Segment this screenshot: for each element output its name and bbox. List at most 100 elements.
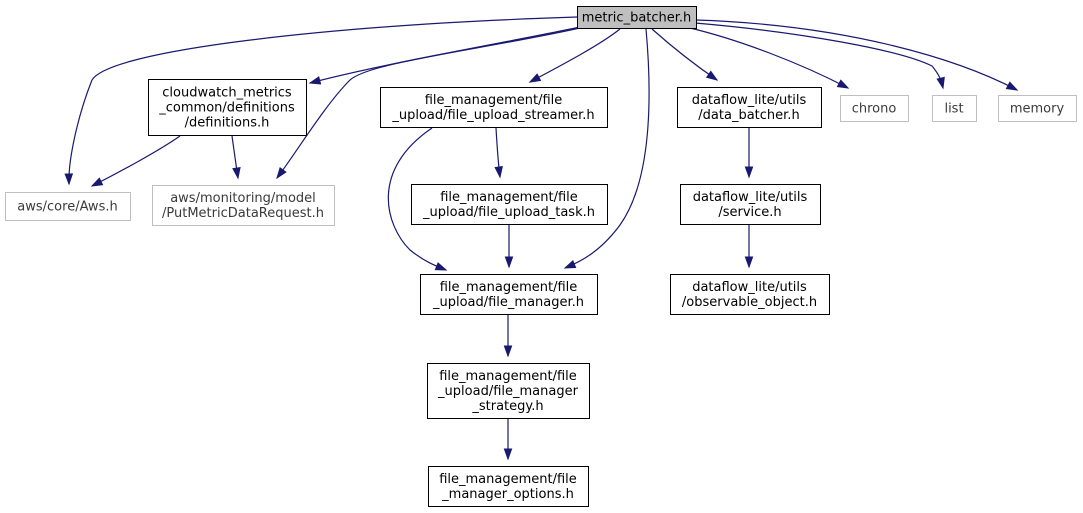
edge-fu-manager-to-fu-strategy xyxy=(503,315,513,358)
arrowhead-icon xyxy=(936,76,945,90)
node-label-line: aws/monitoring/model xyxy=(170,191,316,206)
node-aws-core: aws/core/Aws.h xyxy=(5,192,131,221)
edge-metric-batcher-to-data-batcher xyxy=(651,28,719,81)
arrowhead-icon xyxy=(276,167,287,180)
node-label-line: _strategy.h xyxy=(471,399,543,414)
node-box xyxy=(5,192,131,221)
edge-cw-definitions-to-aws-core xyxy=(90,135,181,187)
node-box xyxy=(998,95,1077,122)
edge-metric-batcher-to-fu-streamer xyxy=(528,28,621,83)
node-memory: memory xyxy=(998,95,1077,122)
edge-line xyxy=(689,27,849,89)
node-observable[interactable]: dataflow_lite/utils/observable_object.h xyxy=(670,274,830,315)
node-box xyxy=(680,184,821,225)
arrowhead-icon xyxy=(836,79,850,89)
edge-line xyxy=(695,19,1018,91)
node-label-line: _upload/file_upload_task.h xyxy=(422,205,595,220)
edge-line xyxy=(387,127,447,271)
node-fm-options[interactable]: file_management/file_manager_options.h xyxy=(428,466,589,507)
node-label-line: list xyxy=(944,102,963,117)
node-label-line: file_management/file xyxy=(440,190,578,205)
node-label-line: file_management/file xyxy=(439,369,577,384)
arrowhead-icon xyxy=(504,256,514,269)
nodes-layer: metric_batcher.h aws/core/Aws.h cloudwatch… xyxy=(5,6,1077,507)
node-label-line: /PutMetricDataRequest.h xyxy=(162,206,324,221)
node-box xyxy=(152,185,335,226)
node-box xyxy=(148,79,307,136)
edge-fu-strategy-to-fm-options xyxy=(503,419,513,461)
edge-data-batcher-to-service xyxy=(744,127,754,179)
node-label-line: dataflow_lite/utils xyxy=(693,190,808,205)
node-label-line: _upload/file_manager.h xyxy=(432,295,584,310)
node-label-line: aws/core/Aws.h xyxy=(17,200,117,215)
arrowhead-icon xyxy=(528,73,542,83)
node-label-line: dataflow_lite/utils xyxy=(692,280,807,295)
node-data-batcher[interactable]: dataflow_lite/utils/data_batcher.h xyxy=(677,87,822,128)
arrowhead-icon xyxy=(64,173,74,186)
node-box xyxy=(428,466,589,507)
node-box xyxy=(577,6,697,29)
node-label-line: _manager_options.h xyxy=(441,487,574,502)
node-service[interactable]: dataflow_lite/utils/service.h xyxy=(680,184,821,225)
node-metric-batcher[interactable]: metric_batcher.h xyxy=(577,6,697,29)
node-label-line: dataflow_lite/utils xyxy=(692,93,807,108)
node-label-line: /definitions.h xyxy=(185,116,270,131)
arrowhead-icon xyxy=(434,262,448,271)
node-fu-streamer[interactable]: file_management/file_upload/file_upload_… xyxy=(380,87,608,128)
edge-line xyxy=(276,27,581,179)
node-label-line: memory xyxy=(1010,102,1065,117)
edge-fu-streamer-to-fu-manager xyxy=(387,127,448,271)
node-box xyxy=(420,274,598,315)
node-put-metric: aws/monitoring/model/PutMetricDataReques… xyxy=(152,185,335,226)
arrowhead-icon xyxy=(1005,81,1019,91)
arrowhead-icon xyxy=(503,448,513,461)
node-fu-manager[interactable]: file_management/file_upload/file_manager… xyxy=(420,274,598,315)
node-box xyxy=(932,95,977,122)
node-box xyxy=(670,274,830,315)
arrowhead-icon xyxy=(494,166,503,179)
edge-service-to-observable xyxy=(744,224,754,269)
edge-metric-batcher-to-cw-definitions xyxy=(308,26,581,85)
node-box xyxy=(411,184,608,225)
edge-metric-batcher-to-list xyxy=(694,22,945,90)
edge-line xyxy=(564,28,650,269)
edge-line xyxy=(529,28,621,83)
edges-layer xyxy=(64,16,1019,461)
edge-metric-batcher-to-memory xyxy=(695,19,1019,91)
arrowhead-icon xyxy=(232,166,241,180)
node-label-line: file_management/file xyxy=(439,472,577,487)
node-box xyxy=(380,87,608,128)
node-label-line: cloudwatch_metrics xyxy=(162,86,292,101)
edge-line xyxy=(91,135,181,187)
edge-metric-batcher-to-fu-manager xyxy=(563,28,650,269)
node-label-line: chrono xyxy=(852,102,897,117)
node-label-line: /observable_object.h xyxy=(682,295,817,310)
edge-fu-streamer-to-fu-task xyxy=(494,127,503,179)
arrowhead-icon xyxy=(90,177,104,187)
node-label-line: /service.h xyxy=(718,205,781,220)
node-chrono: chrono xyxy=(840,95,909,122)
node-box xyxy=(840,95,909,122)
arrowhead-icon xyxy=(503,345,513,358)
edge-line xyxy=(651,28,718,81)
node-fu-task[interactable]: file_management/file_upload/file_upload_… xyxy=(411,184,608,225)
node-label-line: file_management/file xyxy=(440,280,578,295)
edge-metric-batcher-to-aws-core xyxy=(64,16,578,186)
arrowhead-icon xyxy=(744,166,754,179)
node-box xyxy=(677,87,822,128)
arrowhead-icon xyxy=(744,256,754,269)
node-list: list xyxy=(932,95,977,122)
arrowhead-icon xyxy=(563,260,577,269)
edge-line xyxy=(68,16,578,185)
node-label-line: _upload/file_upload_streamer.h xyxy=(391,108,594,123)
node-box xyxy=(427,363,590,419)
node-cw-definitions[interactable]: cloudwatch_metrics_common/definitions/de… xyxy=(148,79,307,136)
edge-line xyxy=(309,26,581,84)
node-fu-strategy[interactable]: file_management/file_upload/file_manager… xyxy=(427,363,590,419)
node-label-line: _upload/file_manager xyxy=(437,384,579,399)
edge-metric-batcher-to-put-metric xyxy=(276,27,581,180)
node-label-line: _common/definitions xyxy=(158,101,295,116)
node-label-line: file_management/file xyxy=(425,93,563,108)
edge-fu-task-to-fu-manager xyxy=(504,224,514,269)
